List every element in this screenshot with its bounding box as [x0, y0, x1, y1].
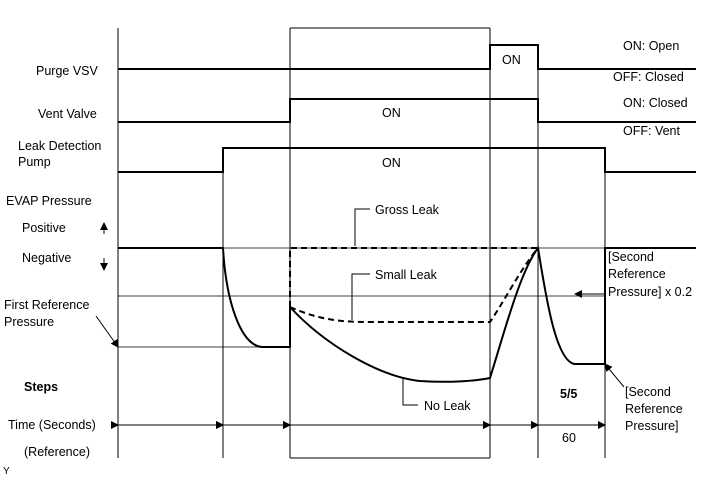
- label-leak-pump-line1: Leak Detection: [18, 139, 101, 153]
- evap-pressure-curve: [118, 245, 696, 383]
- gross-leak-label: Gross Leak: [375, 203, 440, 217]
- leak-pump-signal: [118, 147, 696, 173]
- step-value: 5/5: [560, 387, 577, 401]
- label-negative: Negative: [22, 251, 71, 265]
- pump-on-label: ON: [382, 156, 401, 170]
- reference-lines: [118, 247, 605, 348]
- label-purge-vsv: Purge VSV: [36, 64, 99, 78]
- purge-on-label: ON: [502, 53, 521, 67]
- second-ref-top-line1: [Second: [608, 250, 654, 264]
- label-positive: Positive: [22, 221, 66, 235]
- label-reference: (Reference): [24, 445, 90, 459]
- second-ref-top-line2: Reference: [608, 267, 666, 281]
- second-ref-bottom-line2: Reference: [625, 402, 683, 416]
- label-first-ref-line1: First Reference: [4, 298, 89, 312]
- label-evap-pressure: EVAP Pressure: [6, 194, 92, 208]
- label-steps: Steps: [24, 380, 58, 394]
- second-ref-bottom-line1: [Second: [625, 385, 671, 399]
- state-off-vent: OFF: Vent: [623, 124, 680, 138]
- vent-on-label: ON: [382, 106, 401, 120]
- label-figure-code: Y: [3, 466, 10, 477]
- second-ref-bottom-line3: Pressure]: [625, 419, 679, 433]
- leader-lines: [95, 208, 625, 406]
- second-ref-top-line3: Pressure] x 0.2: [608, 285, 692, 299]
- vent-valve-signal: [118, 98, 696, 123]
- state-on-closed: ON: Closed: [623, 96, 688, 110]
- time-value: 60: [562, 431, 576, 445]
- label-vent-valve: Vent Valve: [38, 107, 97, 121]
- label-time: Time (Seconds): [8, 418, 96, 432]
- label-leak-pump-line2: Pump: [18, 155, 51, 169]
- no-leak-label: No Leak: [424, 399, 471, 413]
- state-off-closed: OFF: Closed: [613, 70, 684, 84]
- gross-leak-curve: [289, 247, 538, 307]
- small-leak-label: Small Leak: [375, 268, 438, 282]
- state-on-open: ON: Open: [623, 39, 679, 53]
- purge-vsv-signal: [118, 44, 696, 70]
- label-first-ref-line2: Pressure: [4, 315, 54, 329]
- small-leak-curve: [289, 247, 539, 323]
- time-division-lines: [117, 28, 606, 458]
